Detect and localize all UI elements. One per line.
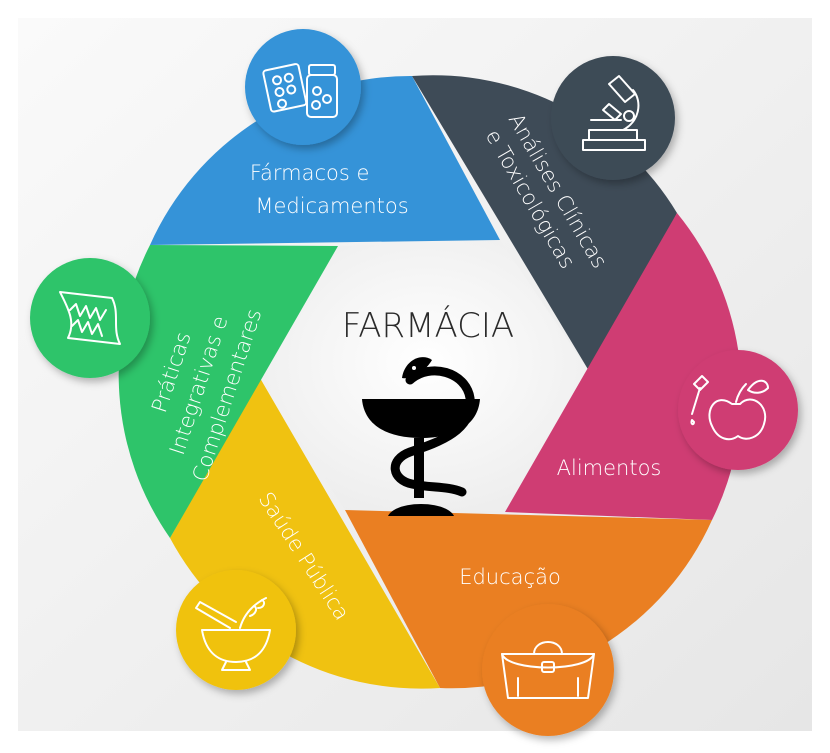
segment-educacao-line-1: Educação [459, 565, 561, 589]
segment-alimentos-shape [505, 213, 742, 520]
segment-alimentos-circle [678, 350, 798, 470]
satchel-icon [501, 641, 595, 699]
pill-bottle-icon [262, 63, 338, 118]
segment-praticas-shape [118, 245, 338, 538]
segment-farmacos: Fármacos e Medicamentos [150, 29, 500, 245]
page-title: FARMÁCIA [342, 305, 514, 346]
segment-alimentos: Alimentos [505, 213, 798, 520]
segment-educacao-shape [345, 510, 712, 689]
segment-educacao-circle [482, 604, 614, 736]
segment-educacao-label: Educação [459, 565, 561, 589]
microscope-icon [582, 75, 646, 151]
herbal-scroll-icon [59, 291, 121, 345]
segment-farmacos-line-1: Fármacos e [250, 161, 370, 185]
segment-educacao: Educação [345, 510, 712, 736]
segment-alimentos-line-1: Alimentos [557, 456, 662, 480]
segment-alimentos-label: Alimentos [557, 456, 662, 480]
mortar-pestle-icon [195, 597, 271, 671]
apple-dropper-icon [690, 375, 769, 441]
segment-analises: Análises Clínicas e Toxicológicas [412, 56, 677, 377]
segment-farmacos-label: Fármacos e Medicamentos [250, 161, 409, 218]
segment-farmacos-line-2: Medicamentos [255, 194, 408, 218]
segment-farmacos-shape [150, 75, 500, 245]
bowl-of-hygieia-icon [362, 357, 480, 516]
